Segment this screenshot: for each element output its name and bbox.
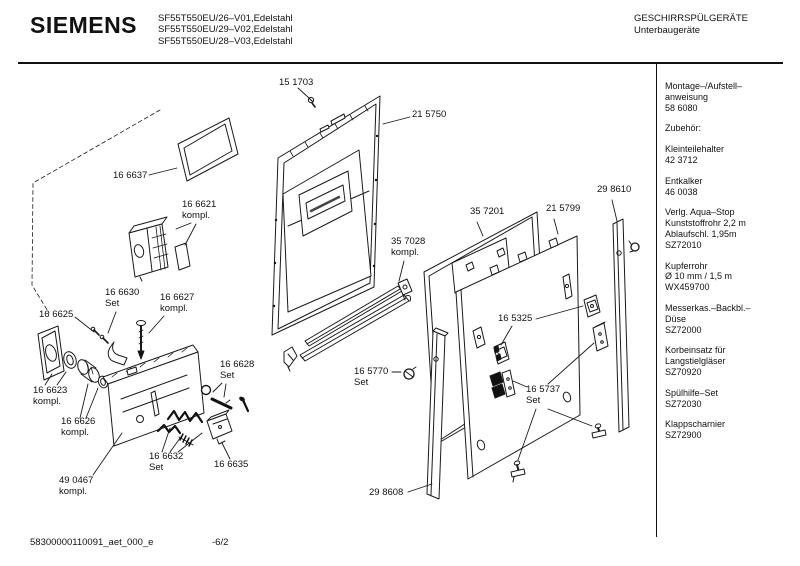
header-divider [18,62,783,64]
accessory-line: WX459700 [665,282,710,293]
page-number: -6/2 [212,537,229,548]
accessory-line: SZ72900 [665,430,702,441]
accessory-line: Spülhilfe–Set [665,387,719,398]
accessory-line: SZ70920 [665,366,702,377]
accessory-line: 58 6080 [665,102,698,113]
accessory-line: Kleinteilehalter [665,144,725,155]
accessory-line: 42 3712 [665,154,698,165]
brand-logo: SIEMENS [30,12,138,38]
sidebar-divider [656,63,657,537]
side-strip-right [613,219,639,432]
fixing-kit [202,386,249,412]
hinge-fittings [490,322,608,482]
spring-set [158,411,202,446]
model-line: SF55T550EU/28–V03,Edelstahl [158,35,293,47]
accessory-line: anweisung [665,91,709,102]
accessory-line: Kunststoffrohr 2,2 m [665,218,746,229]
construction-lines [32,110,160,313]
category-title: GESCHIRRSPÜLGERÄTE [634,13,749,24]
model-line: SF55T550EU/26–V01,Edelstahl [158,13,293,24]
accessory-line: Ø 10 mm / 1,5 m [665,271,733,282]
accessory-line: SZ72000 [665,324,702,335]
outer-door-panel [456,236,580,479]
accessory-item: Zubehör: [665,123,790,134]
seal-clip [404,367,416,379]
accessory-line: Klappscharnier [665,419,726,430]
accessory-line: SZ72010 [665,239,702,250]
panel-clips [494,295,600,364]
model-line: SF55T550EU/29–V02,Edelstahl [158,24,293,36]
inner-door-panel [272,96,380,335]
detergent-dispenser [129,217,190,281]
accessory-line: Entkalker [665,175,703,186]
accessory-line: Korbeinsatz für [665,345,726,356]
category-subtitle: Unterbaugeräte [634,25,701,36]
side-strip-left [427,328,448,499]
accessory-line: Messerkas.–Backbl.– [665,302,751,313]
accessory-line: 46 0038 [665,186,698,197]
category-block: GESCHIRRSPÜLGERÄTE Unterbaugeräte [634,13,748,37]
leader-lines [45,88,617,492]
accessory-line: Ablaufschl. 1,95m [665,228,737,239]
door-lock-housing [103,345,204,446]
bottom-seal-strips [284,279,412,371]
accessory-line: Langstielgläser [665,356,726,367]
accessory-line: Zubehör: [665,123,702,134]
accessory-line: SZ72030 [665,398,702,409]
trim-frame [178,118,238,181]
accessory-line: Düse [665,313,687,324]
accessory-line: Verlg. Aqua–Stop [665,207,735,218]
mounting-screw [308,97,315,107]
accessory-line: Kupferrohr [665,260,708,271]
document-number: 58300000110091_aet_000_e [30,537,154,548]
accessory-line: Montage–/Aufstell– [665,81,743,91]
door-latch [207,410,232,444]
